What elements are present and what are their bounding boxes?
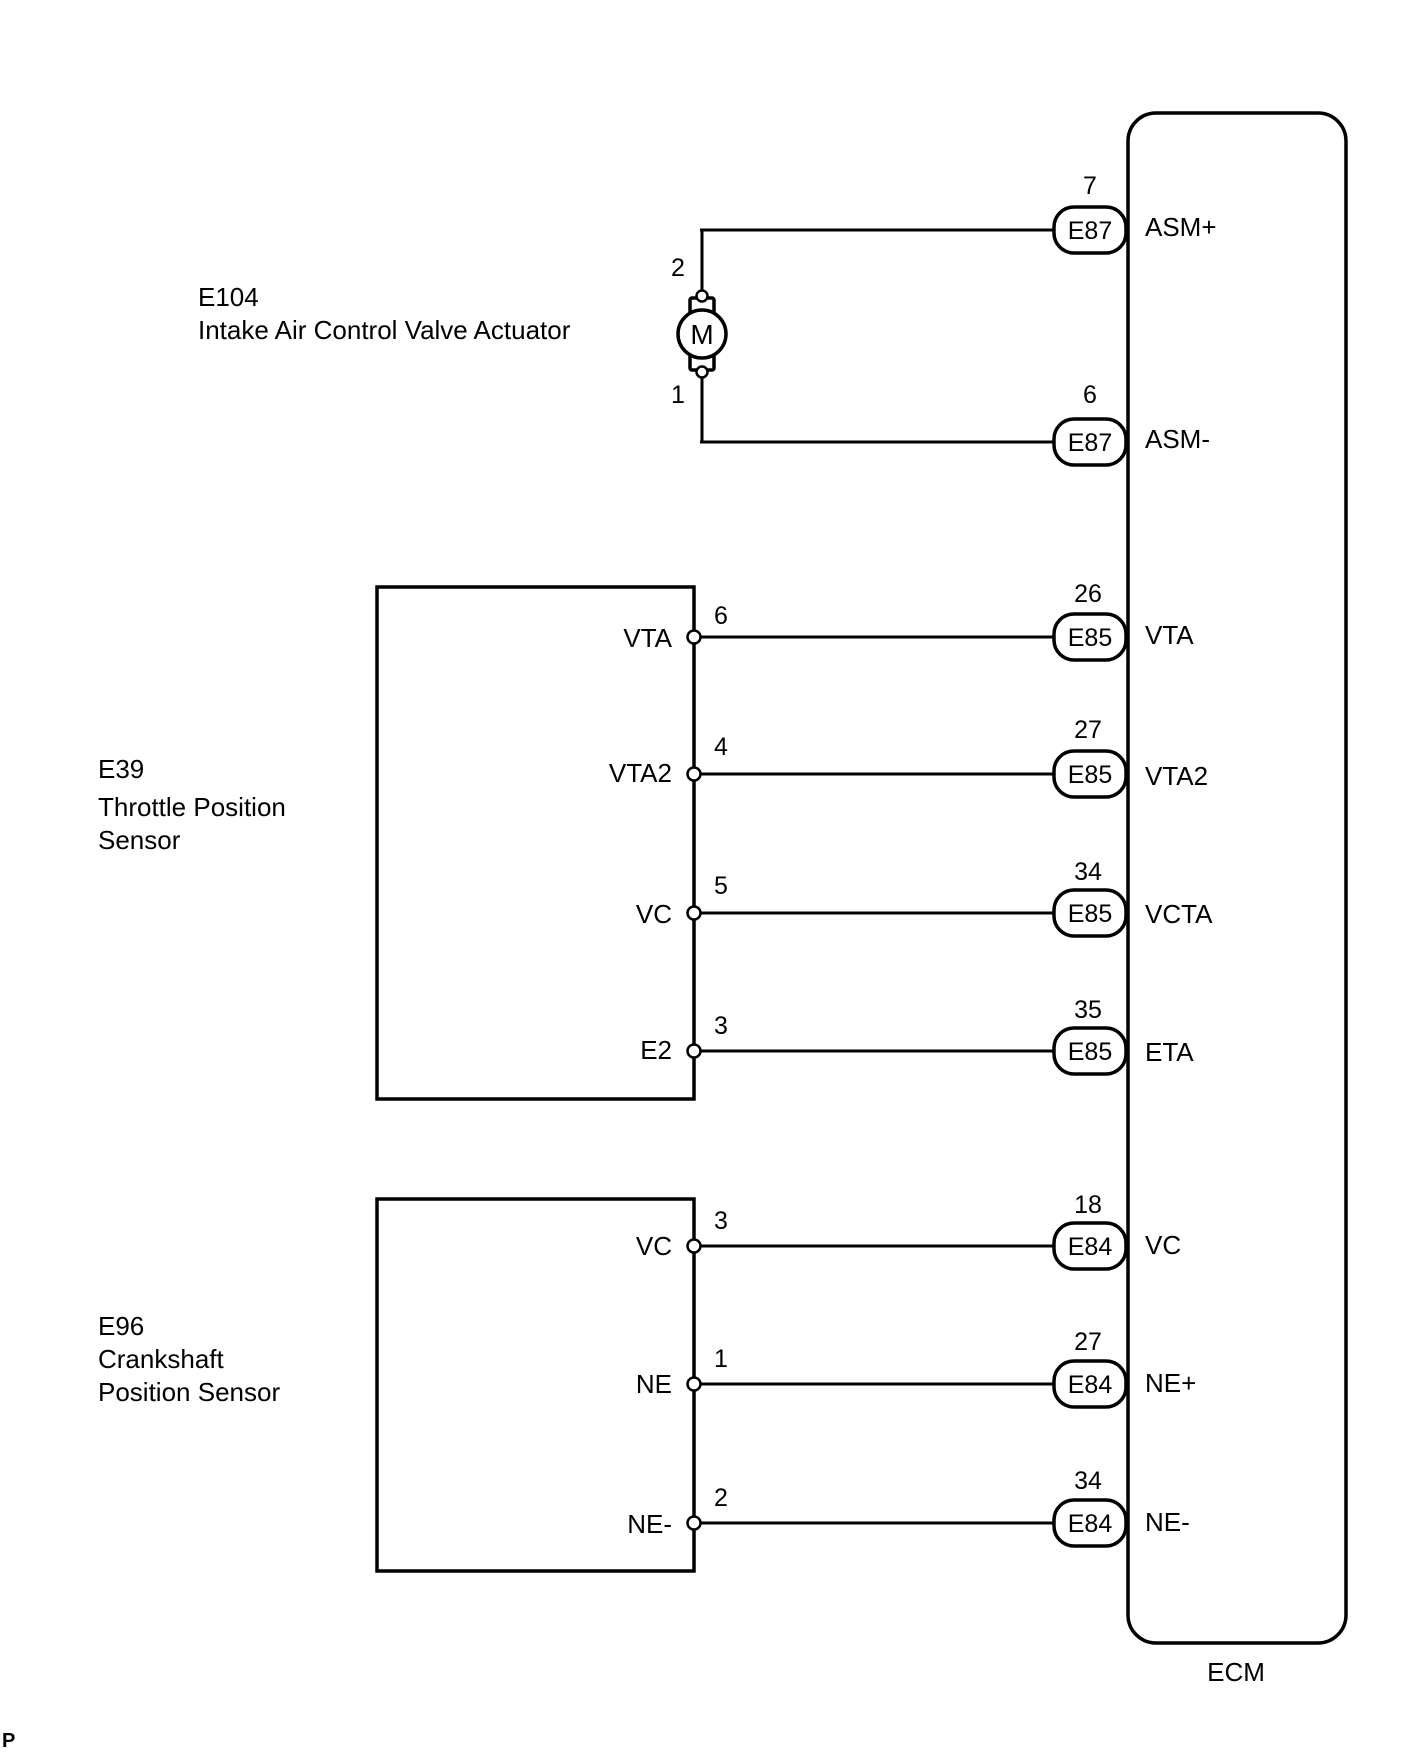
component-name: Position Sensor (98, 1377, 280, 1407)
connector-badge (1052, 1026, 1128, 1076)
terminal-name: VC (636, 1231, 672, 1261)
terminal-name: VTA2 (609, 758, 672, 788)
motor-symbol: M (690, 319, 713, 350)
ecm-signal-name: ASM+ (1145, 212, 1217, 242)
terminal-icon (686, 905, 702, 921)
actuator-pin-number: 2 (671, 254, 685, 282)
crankshaft-position-sensor: E96 Crankshaft Position Sensor VC 3 NE 1… (98, 1197, 728, 1573)
component-code: E96 (98, 1311, 144, 1341)
connector-id: E85 (1068, 1038, 1112, 1066)
ecm-connection-ne-minus: E84 34 NE- (694, 1467, 1190, 1548)
ecm-pin-number: 34 (1074, 1467, 1102, 1495)
terminal-icon (686, 629, 702, 645)
component-name: Sensor (98, 825, 181, 855)
ecm-connection-eta: E85 35 ETA (694, 996, 1194, 1076)
terminal-name: NE (636, 1369, 672, 1399)
connector-badge (1052, 205, 1128, 255)
terminal-icon (695, 289, 709, 303)
ecm-signal-name: VCTA (1145, 899, 1213, 929)
throttle-position-sensor: E39 Throttle Position Sensor VTA 6 VTA2 … (98, 585, 728, 1101)
ecm-pin-number: 26 (1074, 580, 1102, 608)
actuator-code: E104 (198, 282, 259, 312)
ecm-connection-vta2: E85 27 VTA2 (694, 716, 1208, 799)
terminal-pin: 1 (714, 1345, 728, 1373)
terminal-name: NE- (627, 1509, 672, 1539)
connector-id: E85 (1068, 624, 1112, 652)
connector-id: E87 (1068, 429, 1112, 457)
connector-badge (1052, 417, 1128, 467)
terminal-name: VTA (623, 623, 672, 653)
connector-id: E84 (1068, 1371, 1113, 1399)
terminal-icon (686, 766, 702, 782)
ecm-signal-name: NE+ (1145, 1368, 1196, 1398)
terminal-name: E2 (640, 1035, 672, 1065)
connector-id: E87 (1068, 217, 1112, 245)
ecm-connection-vc: E84 18 VC (694, 1191, 1181, 1271)
ecm-pin-number: 35 (1074, 996, 1102, 1024)
terminal-pin: 2 (714, 1484, 728, 1512)
terminal-pin: 3 (714, 1012, 728, 1040)
footer-mark: P (2, 1730, 15, 1752)
ecm-pin-number: 34 (1074, 858, 1102, 886)
ecm-signal-name: VTA2 (1145, 761, 1208, 791)
ecm-signal-name: ASM- (1145, 424, 1210, 454)
ecm-connection-ne-plus: E84 27 NE+ (694, 1328, 1196, 1409)
terminal-pin: 3 (714, 1207, 728, 1235)
ecm-connection-asm-minus: E87 6 ASM- (700, 381, 1210, 467)
ecm-label: ECM (1207, 1657, 1265, 1687)
connector-badge (1052, 888, 1128, 938)
ecm-connection-asm-plus: E87 7 ASM+ (700, 172, 1217, 255)
ecm-pin-number: 18 (1074, 1191, 1102, 1219)
connector-badge (1052, 749, 1128, 799)
intake-air-control-valve-actuator: M 2 1 E104 Intake Air Control Valve Actu… (198, 230, 728, 442)
terminal-pin: 6 (714, 602, 728, 630)
terminal-icon (686, 1043, 702, 1059)
terminal-icon (686, 1238, 702, 1254)
ecm-signal-name: VC (1145, 1230, 1181, 1260)
terminal-icon (686, 1376, 702, 1392)
ecm-signal-name: ETA (1145, 1037, 1194, 1067)
connector-id: E85 (1068, 761, 1112, 789)
actuator-name: Intake Air Control Valve Actuator (198, 315, 571, 345)
motor-icon (676, 308, 728, 360)
ecm-pin-number: 7 (1083, 172, 1097, 200)
connector-badge (1052, 1359, 1128, 1409)
terminal-icon (686, 1515, 702, 1531)
connector-id: E85 (1068, 900, 1112, 928)
ecm-connection-vcta: E85 34 VCTA (694, 858, 1213, 938)
ecm-signal-name: VTA (1145, 620, 1194, 650)
terminal-pin: 5 (714, 872, 728, 900)
component-name: Throttle Position (98, 792, 286, 822)
component-name: Crankshaft (98, 1344, 224, 1374)
ecm-box (1126, 111, 1348, 1645)
connector-id: E84 (1068, 1510, 1113, 1538)
connector-badge (1052, 612, 1128, 662)
connector-badge (1052, 1221, 1128, 1271)
ecm-connection-vta: E85 26 VTA (694, 580, 1194, 662)
ecm-pin-number: 27 (1074, 1328, 1102, 1356)
ecm-pin-number: 27 (1074, 716, 1102, 744)
ecm-pin-number: 6 (1083, 381, 1097, 409)
terminal-name: VC (636, 899, 672, 929)
terminal-pin: 4 (714, 733, 728, 761)
ecm-signal-name: NE- (1145, 1507, 1190, 1537)
terminal-icon (695, 365, 709, 379)
connector-id: E84 (1068, 1233, 1113, 1261)
component-code: E39 (98, 754, 144, 784)
actuator-pin-number: 1 (671, 381, 685, 409)
sensor-box (375, 585, 696, 1101)
connector-badge (1052, 1498, 1128, 1548)
